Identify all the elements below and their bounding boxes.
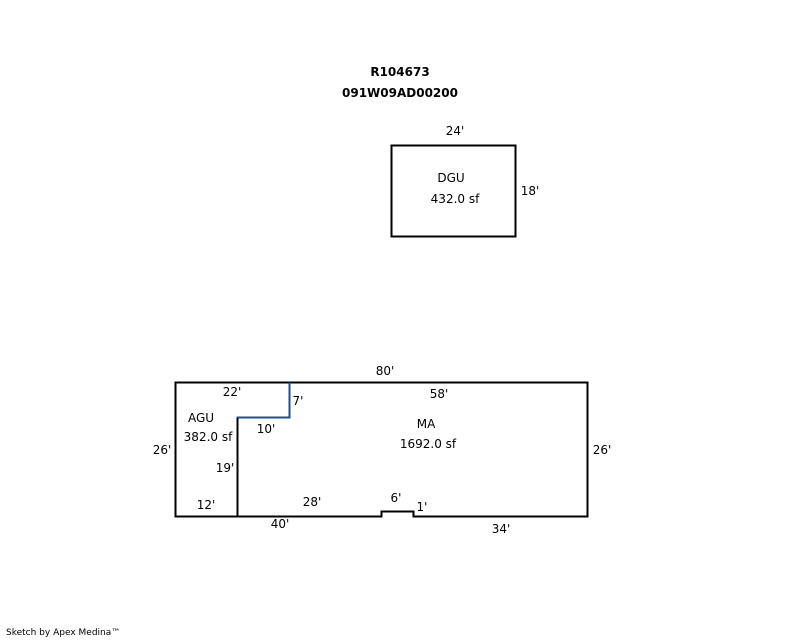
overall-width-label: 80' [376,364,395,378]
right-side-dimension: 26' [593,443,612,457]
bottom-left-dimension: 40' [271,517,290,531]
dgu-outline [390,144,517,238]
agu-top-dimension: 22' [223,385,242,399]
ma-bottom-inner-dimension: 28' [303,495,322,509]
ma-area-label: 1692.0 sf [400,437,457,451]
agu-area-label: 382.0 sf [184,430,233,444]
notch-vertical-dimension: 7' [293,394,304,408]
parcel-number: 091W09AD00200 [342,86,458,100]
ma-code-label: MA [417,417,436,431]
bottom-right-dimension: 34' [492,522,511,536]
dgu-height-label: 18' [521,184,540,198]
left-side-dimension: 26' [153,443,172,457]
agu-bottom-dimension: 12' [197,498,216,512]
main-building-outline [174,381,589,518]
dgu-width-label: 24' [446,124,465,138]
dgu-area-label: 432.0 sf [431,192,480,206]
bump-width-dimension: 6' [391,491,402,505]
notch-horizontal-dimension: 10' [257,422,276,436]
ma-top-dimension: 58' [430,387,449,401]
sketch-credit: Sketch by Apex Medina™ [6,628,121,638]
account-number: R104673 [370,65,430,79]
agu-boundary-line [236,382,291,517]
bump-height-dimension: 1' [417,500,428,514]
dgu-code-label: DGU [437,171,464,185]
agu-inner-vertical-dimension: 19' [216,461,235,475]
agu-code-label: AGU [188,411,214,425]
